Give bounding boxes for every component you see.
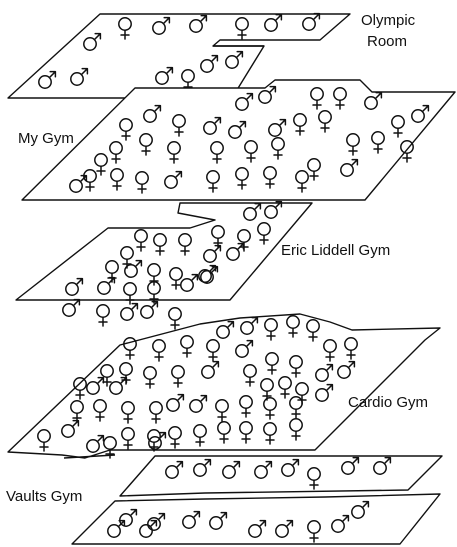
label-olympic-line-2: Room: [361, 31, 415, 52]
male-symbol-icon: [63, 300, 80, 317]
floor-outline-vaults-gym: [120, 456, 442, 496]
label-my-gym: My Gym: [18, 128, 74, 149]
label-eric-liddell-gym: Eric Liddell Gym: [281, 240, 390, 261]
label-cardio-gym: Cardio Gym: [348, 392, 428, 413]
floor-eric-liddell-gym: [16, 202, 312, 329]
label-eric-liddell-line-1: Eric Liddell Gym: [281, 240, 390, 261]
label-vaults-gym: Vaults Gym: [6, 486, 82, 507]
male-symbol-icon: [141, 302, 158, 319]
floor-vaults-gym: [72, 456, 442, 544]
female-symbol-icon: [169, 308, 181, 329]
male-symbol-icon: [121, 304, 138, 321]
label-olympic-line-1: Olympic: [361, 10, 415, 31]
label-vaults-line-1: Vaults Gym: [6, 486, 82, 507]
label-cardio-line-1: Cardio Gym: [348, 392, 428, 413]
floor-cardio-gym: [8, 314, 440, 458]
label-olympic-room: Olympic Room: [361, 10, 415, 52]
label-my-gym-line-1: My Gym: [18, 128, 74, 149]
female-symbol-icon: [97, 305, 109, 326]
